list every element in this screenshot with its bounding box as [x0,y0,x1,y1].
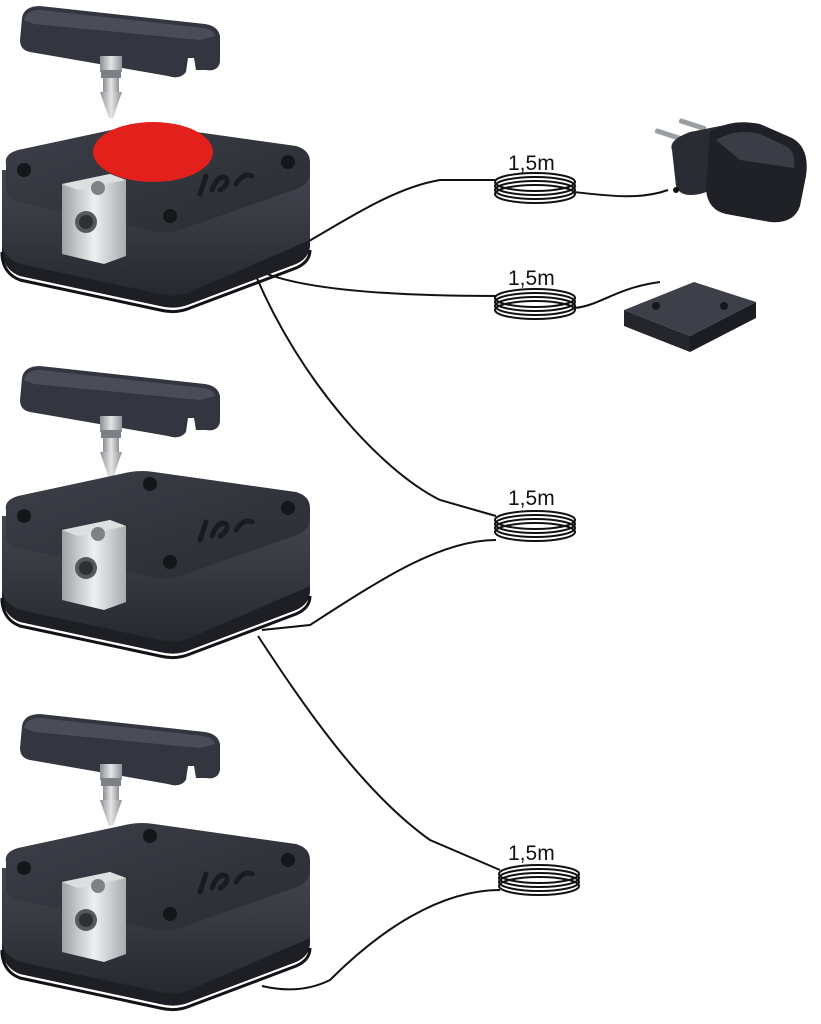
wire-pad-out [573,281,661,309]
wire-pad [261,271,497,297]
wire-coil3-to-lock3 [261,889,501,991]
cable-length-label: 1,5m [508,842,555,865]
cable-length-label: 1,5m [508,267,555,290]
cable-length-label: 1,5m [508,487,555,510]
wire-lock2-to-lock3 [257,635,501,871]
cable-length-label: 1,5m [508,152,555,175]
wire-lock1-to-lock2 [255,275,497,517]
red-marker [93,122,213,182]
wire-power-out [573,189,669,198]
power-adapter-icon [654,118,807,223]
wire-coil2-to-lock2 [261,539,497,631]
sensor-pad-icon [624,282,756,352]
